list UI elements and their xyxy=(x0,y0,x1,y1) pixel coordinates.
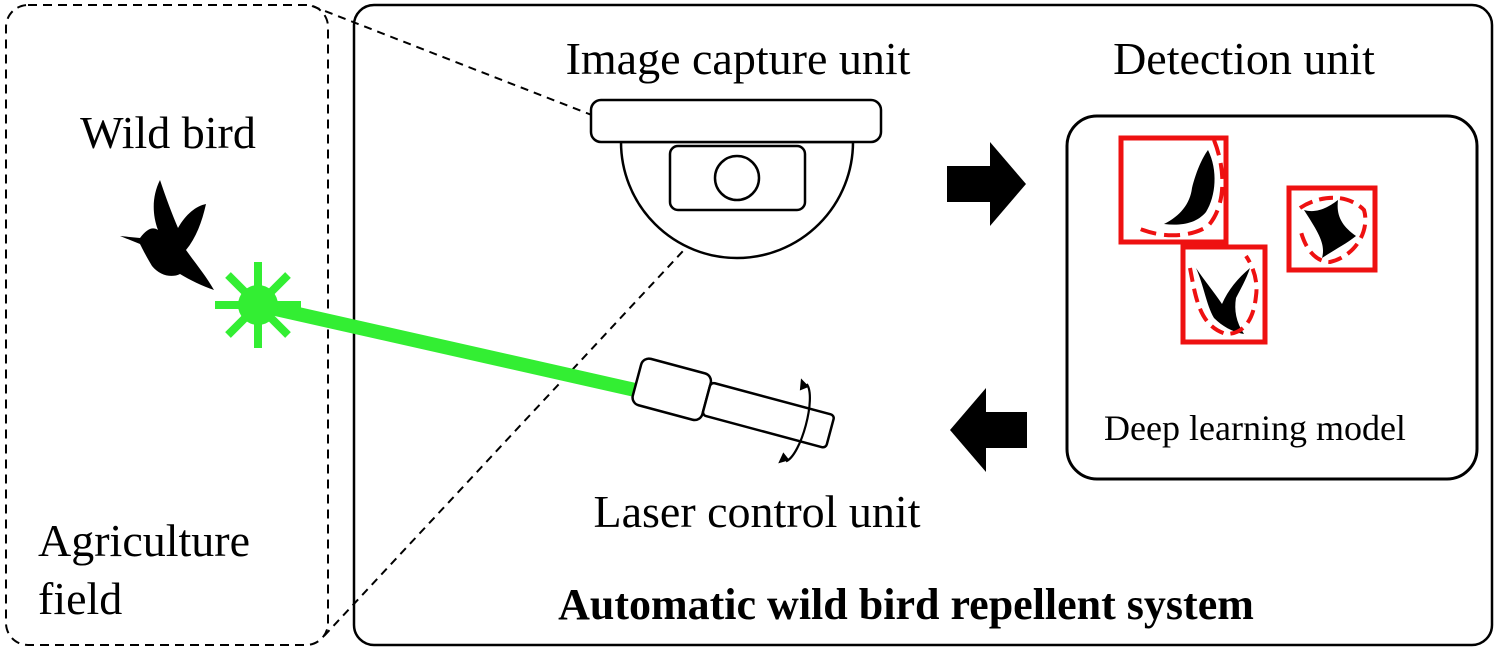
laser-beam xyxy=(256,298,646,399)
deep-learning-model-label: Deep learning model xyxy=(1104,408,1406,448)
camera-fov-line-bottom xyxy=(323,191,739,637)
field-label-line2: field xyxy=(38,573,122,624)
system-title: Automatic wild bird repellent system xyxy=(558,580,1254,629)
wild-bird-label: Wild bird xyxy=(80,107,256,158)
laser-control-unit-label: Laser control unit xyxy=(593,486,920,537)
laser-impact-icon xyxy=(215,262,301,348)
detected-bird-3 xyxy=(1180,244,1268,345)
image-capture-unit-label: Image capture unit xyxy=(566,33,911,84)
field-label-line1: Agriculture xyxy=(38,515,250,566)
system-boundary xyxy=(352,3,1494,647)
arrow-right-icon xyxy=(947,142,1026,226)
detected-bird-2 xyxy=(1286,185,1378,273)
arrow-left-icon xyxy=(950,388,1027,472)
laser-pointer-icon xyxy=(631,357,835,464)
bird-silhouette-icon xyxy=(120,180,214,290)
detection-unit-label: Detection unit xyxy=(1113,33,1375,84)
dome-camera-icon xyxy=(589,98,883,260)
deep-learning-model-box xyxy=(1065,114,1479,481)
agriculture-field-boundary xyxy=(5,4,329,646)
detected-bird-1 xyxy=(1118,135,1229,245)
